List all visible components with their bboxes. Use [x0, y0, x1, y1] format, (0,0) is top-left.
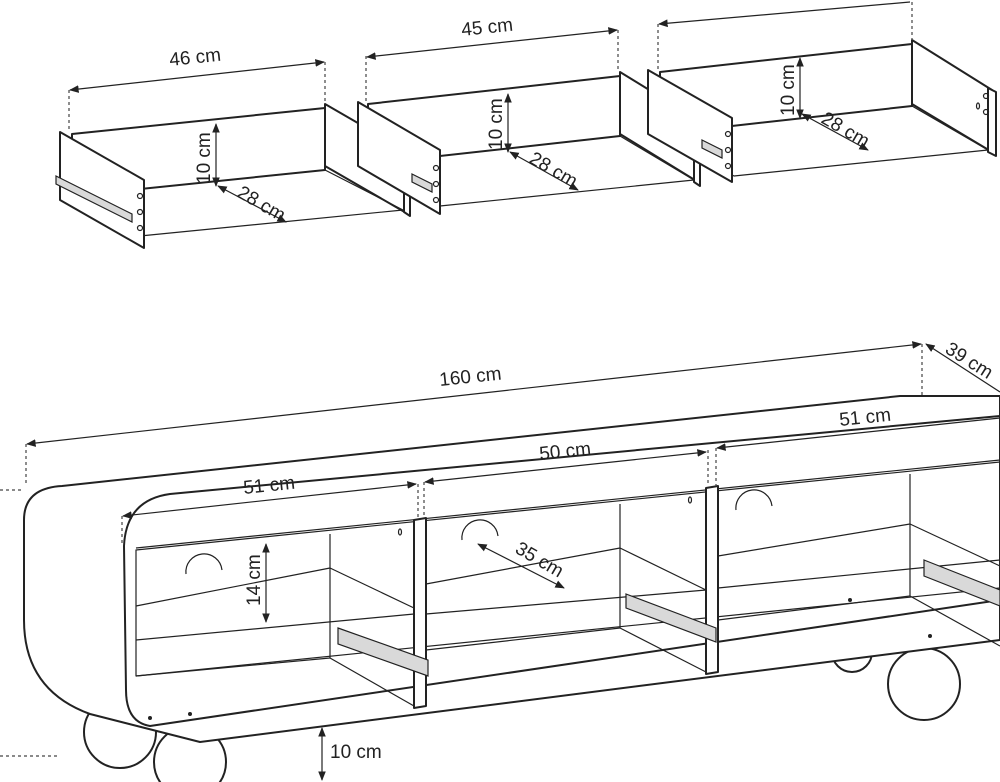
drawer-slide-rail — [411, 173, 433, 193]
shelf-height-label: 14 cm — [244, 554, 265, 606]
drawer-left: 46 cm 10 cm 28 cm — [55, 45, 411, 249]
drawer-middle-depth-label: 28 cm — [526, 148, 581, 192]
cabinet-slide-rail-middle — [625, 593, 717, 643]
cabinet-slide-rail-right — [923, 559, 1000, 607]
drawer-right-height-label: 10 cm — [778, 64, 799, 116]
drawer-right-depth-label: 28 cm — [818, 108, 873, 152]
drawer-left-width-label: 46 cm — [168, 45, 222, 71]
divider-left — [413, 517, 427, 709]
drawer-left-depth-label: 28 cm — [234, 182, 289, 226]
tv-cabinet: 160 cm 39 cm 51 cm 50 cm 51 cm 14 cm 35 … — [0, 338, 1000, 782]
cabinet-depth-label: 39 cm — [941, 338, 996, 383]
leg-back-right — [887, 647, 961, 721]
drawer-slide-rail — [701, 139, 723, 159]
drawer-middle-height-label: 10 cm — [486, 98, 507, 150]
divider-right — [705, 485, 719, 675]
cabinet-slide-rail-left — [337, 627, 429, 677]
leg-height-label: 10 cm — [330, 742, 382, 763]
drawer-right: 10 cm 28 cm — [647, 1, 997, 183]
drawer-middle-width-label: 45 cm — [460, 15, 514, 41]
cabinet-width-label: 160 cm — [438, 364, 502, 391]
drawer-left-height-label: 10 cm — [194, 132, 215, 184]
drawer-slide-rail — [55, 175, 133, 223]
